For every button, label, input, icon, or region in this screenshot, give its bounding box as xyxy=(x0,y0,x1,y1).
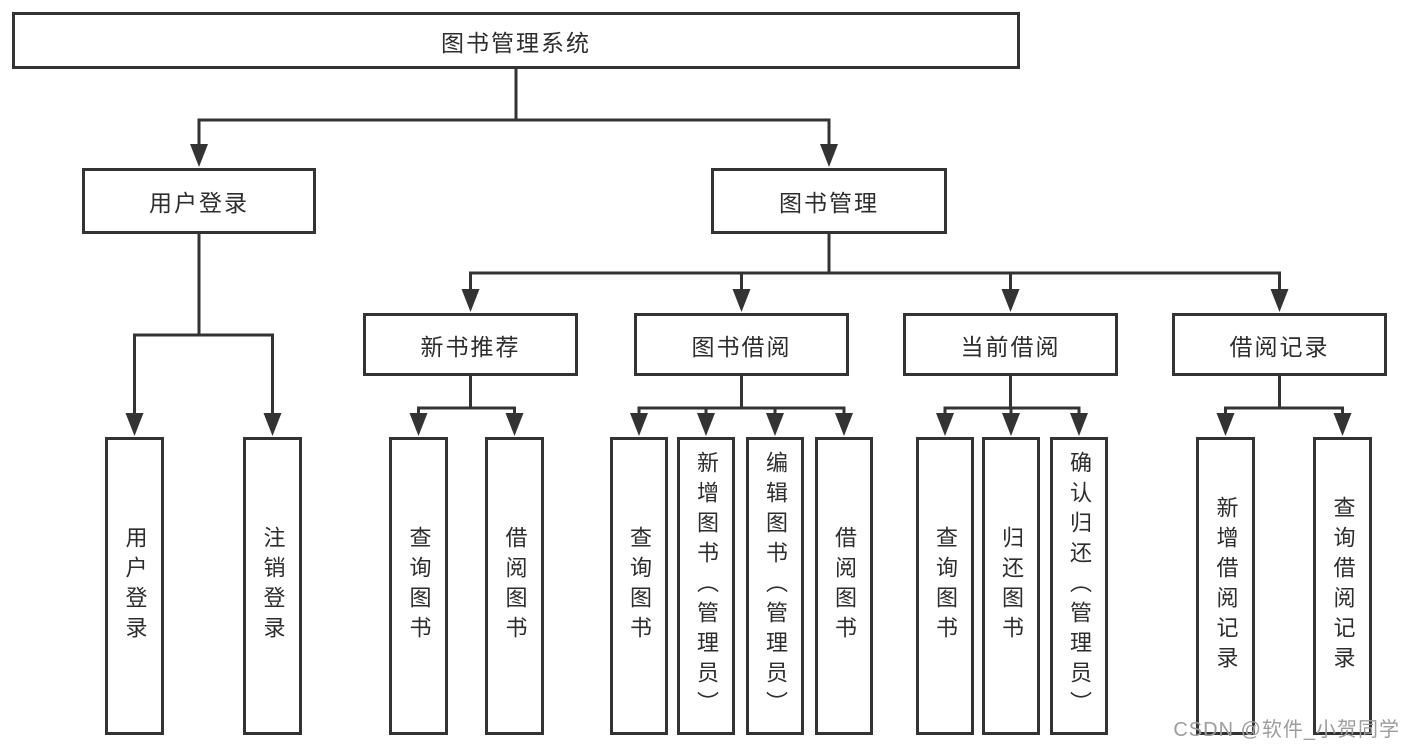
node-borrowing-records: 借阅记录 xyxy=(1172,313,1387,376)
leaf-borrow-books: 借阅图书 xyxy=(485,437,544,735)
node-label: 查询图书 xyxy=(933,526,958,646)
leaf-query-borrow-record: 查询借阅记录 xyxy=(1313,437,1372,735)
leaf-user-login: 用户登录 xyxy=(105,437,164,735)
leaf-query-books: 查询图书 xyxy=(389,437,448,735)
node-label: 归还图书 xyxy=(999,526,1024,646)
node-user-login: 用户登录 xyxy=(82,168,316,234)
node-label: 查询借阅记录 xyxy=(1330,496,1356,676)
node-label: 用户登录 xyxy=(149,190,249,216)
node-label: 图书借阅 xyxy=(691,333,792,360)
leaf-add-books-admin: 新增图书（管理员） xyxy=(677,437,735,735)
leaf-borrow-books-2: 借阅图书 xyxy=(815,437,873,735)
node-label: 借阅记录 xyxy=(1229,333,1330,360)
leaf-edit-books-admin: 编辑图书（管理员） xyxy=(746,437,804,735)
leaf-confirm-return-admin: 确认归还（管理员） xyxy=(1050,437,1108,735)
connector-book-borrow-children xyxy=(630,374,853,436)
leaf-query-books-3: 查询图书 xyxy=(916,437,974,735)
node-label: 新书推荐 xyxy=(420,333,521,360)
connector-new-book-rec-children xyxy=(409,374,524,436)
node-book-management: 图书管理 xyxy=(711,168,947,234)
csdn-watermark: CSDN @软件_小贺同学 xyxy=(1173,719,1400,741)
node-label: 当前借阅 xyxy=(960,333,1061,360)
leaf-add-borrow-record: 新增借阅记录 xyxy=(1196,437,1255,735)
node-label: 图书管理 xyxy=(779,190,879,216)
node-label: 借阅图书 xyxy=(832,526,857,646)
node-root-library-system: 图书管理系统 xyxy=(12,12,1020,69)
connector-root-to-level1 xyxy=(190,67,838,167)
node-label: 新增借阅记录 xyxy=(1213,496,1239,676)
node-label: 确认归还（管理员） xyxy=(1067,451,1092,721)
node-label: 借阅图书 xyxy=(502,526,528,646)
leaf-logout: 注销登录 xyxy=(243,437,302,735)
node-label: 查询图书 xyxy=(627,526,652,646)
connector-current-borrow-children xyxy=(936,374,1088,436)
node-book-borrowing: 图书借阅 xyxy=(634,313,849,376)
node-current-borrowing: 当前借阅 xyxy=(903,313,1118,376)
node-label: 用户登录 xyxy=(122,526,148,646)
node-label: 新增图书（管理员） xyxy=(694,451,719,721)
node-label: 查询图书 xyxy=(406,526,432,646)
node-label: 图书管理系统 xyxy=(441,29,591,56)
node-new-book-recommend: 新书推荐 xyxy=(363,313,578,376)
connector-book-mgmt-children xyxy=(461,232,1289,312)
leaf-return-books: 归还图书 xyxy=(982,437,1040,735)
connector-borrow-records-children xyxy=(1216,374,1352,436)
node-label: 编辑图书（管理员） xyxy=(763,451,788,721)
leaf-query-books-2: 查询图书 xyxy=(610,437,668,735)
connector-user-login-children xyxy=(125,232,282,436)
node-label: 注销登录 xyxy=(260,526,286,646)
